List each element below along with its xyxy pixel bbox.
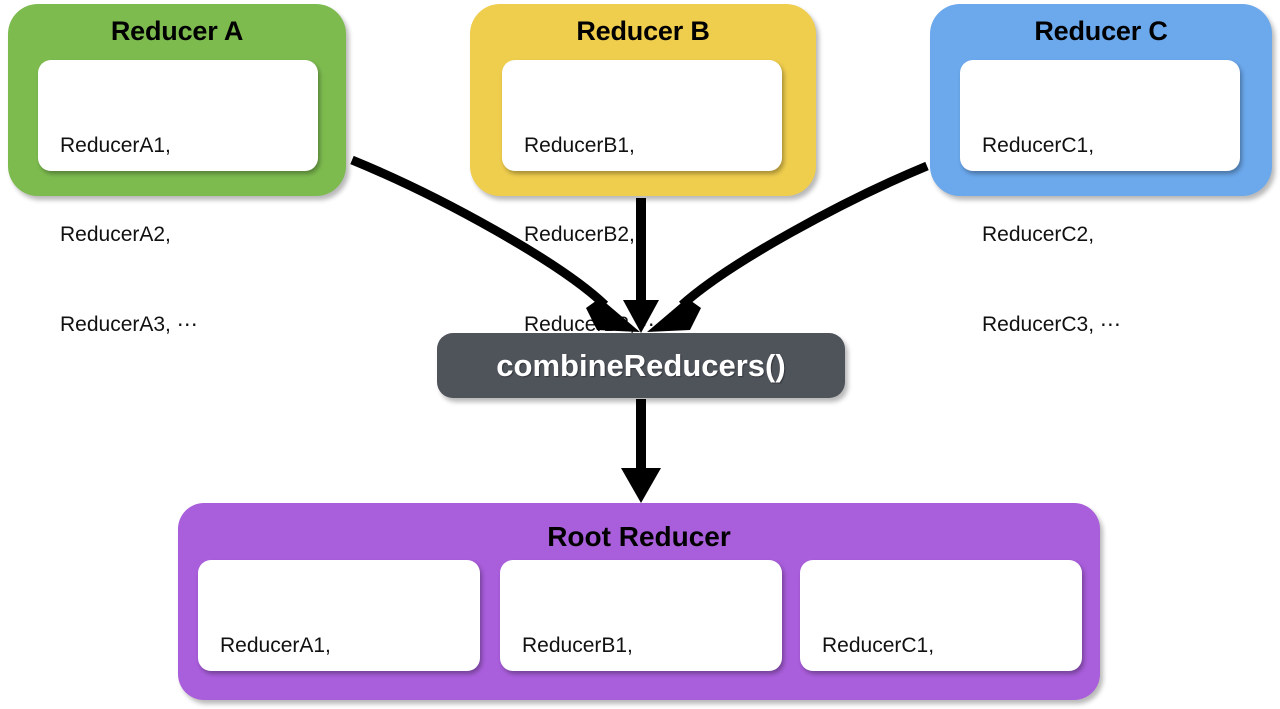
reducer-a-title: Reducer A [110, 16, 244, 46]
reducer-c-card[interactable]: Reducer C ReducerC1, ReducerC2, ReducerC… [930, 4, 1272, 336]
arrow-combine-to-root-icon [621, 399, 661, 503]
root-group-a-box: ReducerA1, ReducerA2, ReducerA3, ⋯ [198, 560, 480, 671]
root-group-b-box: ReducerB1, ReducerB2, ReducerB3, ⋯ [500, 560, 782, 671]
reducer-b-line-2: ReducerB2, [524, 223, 635, 247]
root-group-c-line-1: ReducerC1, [822, 633, 935, 657]
reducer-a-line-1: ReducerA1, [60, 133, 171, 157]
reducer-a-line-2: ReducerA2, [60, 223, 171, 247]
root-group-c-lines: ReducerC1, ReducerC2, ReducerC3, ⋯ [822, 571, 961, 709]
combine-reducers-label: combineReducers() [496, 347, 786, 383]
root-group-a-line-1: ReducerA1, [220, 633, 331, 657]
reducer-a-card[interactable]: Reducer A ReducerA1, ReducerA2, ReducerA… [8, 4, 346, 336]
reducer-b-title: Reducer B [576, 16, 710, 46]
reducer-b-line-1: ReducerB1, [524, 133, 635, 157]
reducer-c-inner-box: ReducerC1, ReducerC2, ReducerC3, ⋯ [960, 60, 1240, 336]
combine-reducers-box[interactable]: combineReducers() [437, 333, 845, 398]
root-group-a-lines: ReducerA1, ReducerA2, ReducerA3, ⋯ [220, 571, 358, 709]
reducer-b-card[interactable]: Reducer B ReducerB1, ReducerB2, ReducerB… [470, 4, 816, 336]
root-group-c-box: ReducerC1, ReducerC2, ReducerC3, ⋯ [800, 560, 1082, 671]
reducer-c-lines: ReducerC1, ReducerC2, ReducerC3, ⋯ [982, 71, 1121, 399]
reducer-b-inner-box: ReducerB1, ReducerB2, ReducerB3, ⋯ [502, 60, 782, 336]
reducer-a-line-3: ReducerA3, ⋯ [60, 312, 198, 336]
reducer-a-lines: ReducerA1, ReducerA2, ReducerA3, ⋯ [60, 71, 198, 399]
reducer-c-line-1: ReducerC1, [982, 133, 1095, 157]
root-group-b-lines: ReducerB1, ReducerB2, ReducerB3, ⋯ [522, 571, 660, 709]
root-reducer-card[interactable]: Root Reducer ReducerA1, ReducerA2, Reduc… [178, 503, 1100, 700]
reducer-c-line-2: ReducerC2, [982, 223, 1095, 247]
reducer-a-inner-box: ReducerA1, ReducerA2, ReducerA3, ⋯ [38, 60, 318, 336]
reducer-c-title: Reducer C [1034, 16, 1168, 46]
root-group-b-line-1: ReducerB1, [522, 633, 633, 657]
reducer-c-line-3: ReducerC3, ⋯ [982, 312, 1121, 336]
root-reducer-title: Root Reducer [547, 521, 731, 552]
